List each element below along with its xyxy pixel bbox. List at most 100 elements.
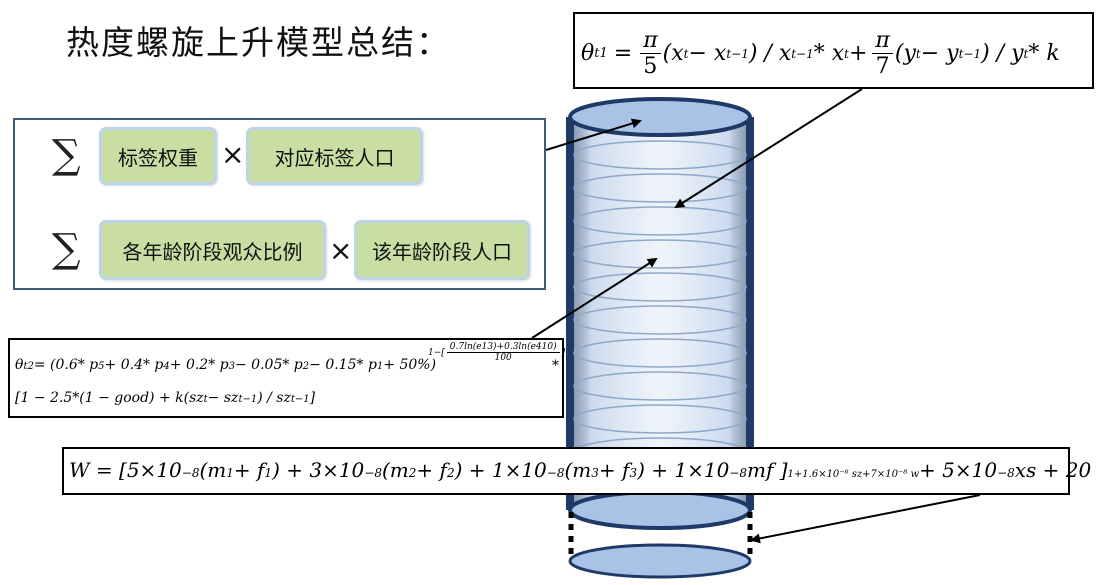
part: − 0.15* p [309,357,377,373]
part: = (0.6* p [33,357,99,373]
part: ) + 1×10 [454,458,547,482]
theta-t2-lhs: θ [15,357,24,373]
part: − 0.05* p [235,357,303,373]
sub: 2 [446,466,455,480]
sub: t−1 [791,46,814,61]
sub: t [844,46,849,61]
label-population-box: 对应标签人口 [246,127,423,185]
sub: t−1 [238,394,258,405]
exp-frac: 0.7ln(e13)+0.3ln(e410) 100 [446,342,560,364]
part: mf ] [747,458,788,482]
sub: 2 [408,466,417,480]
cylinder-top-cap [568,97,752,137]
spiral-ring [573,173,747,203]
part: (m [199,458,227,482]
sub: t−1 [958,46,982,61]
sup: −8 [181,466,200,480]
sup: −8 [364,466,382,480]
sub: t [203,394,208,405]
part: ) / x [748,41,792,67]
sub: t2 [23,361,34,372]
frac1-num: π [640,28,661,55]
theta-t1-frac2: π 7 [872,28,893,80]
sup: −8 [546,466,565,480]
age-population-box: 该年龄阶段人口 [354,220,530,280]
label-weight-box: 标签权重 [99,127,217,185]
part: ] [309,390,316,406]
sup: −8 [997,466,1015,480]
spiral-ring [573,338,747,368]
exp-prefix: 1−[ [428,347,445,358]
part: (y [894,41,916,67]
part: + f [598,458,630,482]
part: − sz [207,390,239,406]
sub: 1 [376,361,384,372]
part: * k [1028,41,1060,67]
theta-t1-part1: (x [662,41,684,67]
spiral-ring [573,140,747,170]
sub: 2 [302,361,310,372]
frac2-num: π [872,28,893,55]
sub: 1 [264,466,273,480]
sub: 1 [226,466,234,480]
frac2-den: 7 [875,54,890,80]
extension-base-ellipse [568,543,752,579]
part: W = [5×10 [69,458,182,482]
exp-den: 100 [494,353,512,364]
part: ) + 3×10 [272,458,365,482]
part: + f [416,458,447,482]
theta-t2-exponent: 1−[ 0.7ln(e13)+0.3ln(e410) 100 ] [428,342,565,364]
arrow-formula2-to-spiral [531,257,658,339]
spiral-ring [573,272,747,302]
sub: t [915,46,921,61]
part: * x [813,41,845,67]
theta-t1-eq: = [613,41,633,67]
plus: + [848,41,868,67]
sub: t−1 [290,394,310,405]
sub: 3 [228,361,235,372]
exp-suffix: ] [561,347,566,358]
sub: t−1 [726,46,749,61]
arrow-panel-to-top-cap [545,118,642,151]
part: + 0.2* p [169,357,229,373]
theta-t1-frac1: π 5 [640,28,661,80]
w-exponent: 1+1.6×10⁻⁶ sz+7×10⁻⁸ w [787,469,920,480]
part: xs + 20 [1014,458,1092,482]
theta-t1-lhs-sub: t1 [594,46,608,62]
line2: [1 − 2.5*(1 − good) + k(sz [15,390,204,406]
spiral-ring [573,371,747,401]
spiral-ring [573,404,747,434]
cylinder-bottom-cap [568,490,752,530]
exp-num: 0.7ln(e13)+0.3ln(e410) [446,342,560,354]
sub: t [1023,46,1029,61]
sum-symbol-row2: ∑ [52,226,81,272]
sum-symbol-row1: ∑ [52,132,81,178]
sub: t [683,46,689,61]
part: ) / sz [257,390,291,406]
spiral-ring [573,206,747,236]
sub: 5 [98,361,105,372]
frac1-den: 5 [643,54,658,80]
part: ) + 1×10 [637,458,730,482]
part: (m [381,458,409,482]
times-symbol-row2: × [329,234,353,267]
part: + f [233,458,265,482]
sup: −8 [729,466,748,480]
times-symbol-row1: × [221,138,245,171]
sub: 3 [629,466,638,480]
part: + 50%) [383,357,437,373]
sub: 3 [591,466,599,480]
theta-t1-lhs: θ [581,41,595,67]
part: + 0.4* p [104,357,164,373]
part: ) / y [981,41,1024,67]
cylinder-body [570,117,750,510]
theta-t2-star: * [552,358,559,374]
sub: 4 [163,361,170,372]
page-title: 热度螺旋上升模型总结： [66,23,451,62]
part: (m [564,458,592,482]
spiral-ring [573,239,747,269]
